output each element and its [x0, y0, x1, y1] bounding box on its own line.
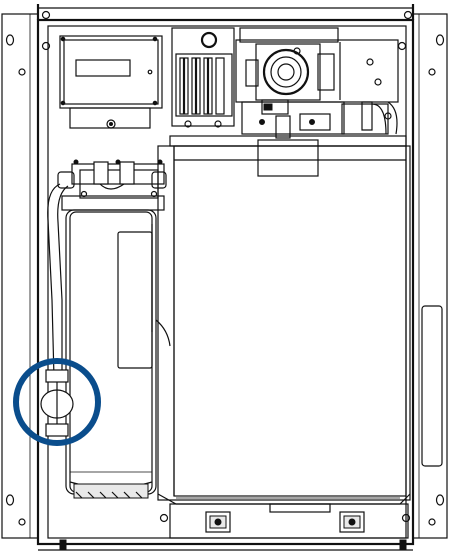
valve-fitting [40, 369, 74, 437]
cabinet-frame [36, 4, 415, 551]
water-tank [157, 135, 411, 505]
right-side-rail [412, 13, 448, 539]
control-panel-display [59, 35, 163, 129]
base-plate [59, 503, 411, 551]
filter-cartridge [65, 209, 157, 499]
left-side-rail [1, 13, 39, 539]
filter-head [57, 159, 167, 211]
filter-manifold-block [171, 27, 235, 128]
water-tubing [47, 183, 171, 379]
pump-outlet-fittings [241, 99, 398, 139]
pump-unit [235, 27, 399, 103]
highlight-circle [13, 358, 101, 446]
